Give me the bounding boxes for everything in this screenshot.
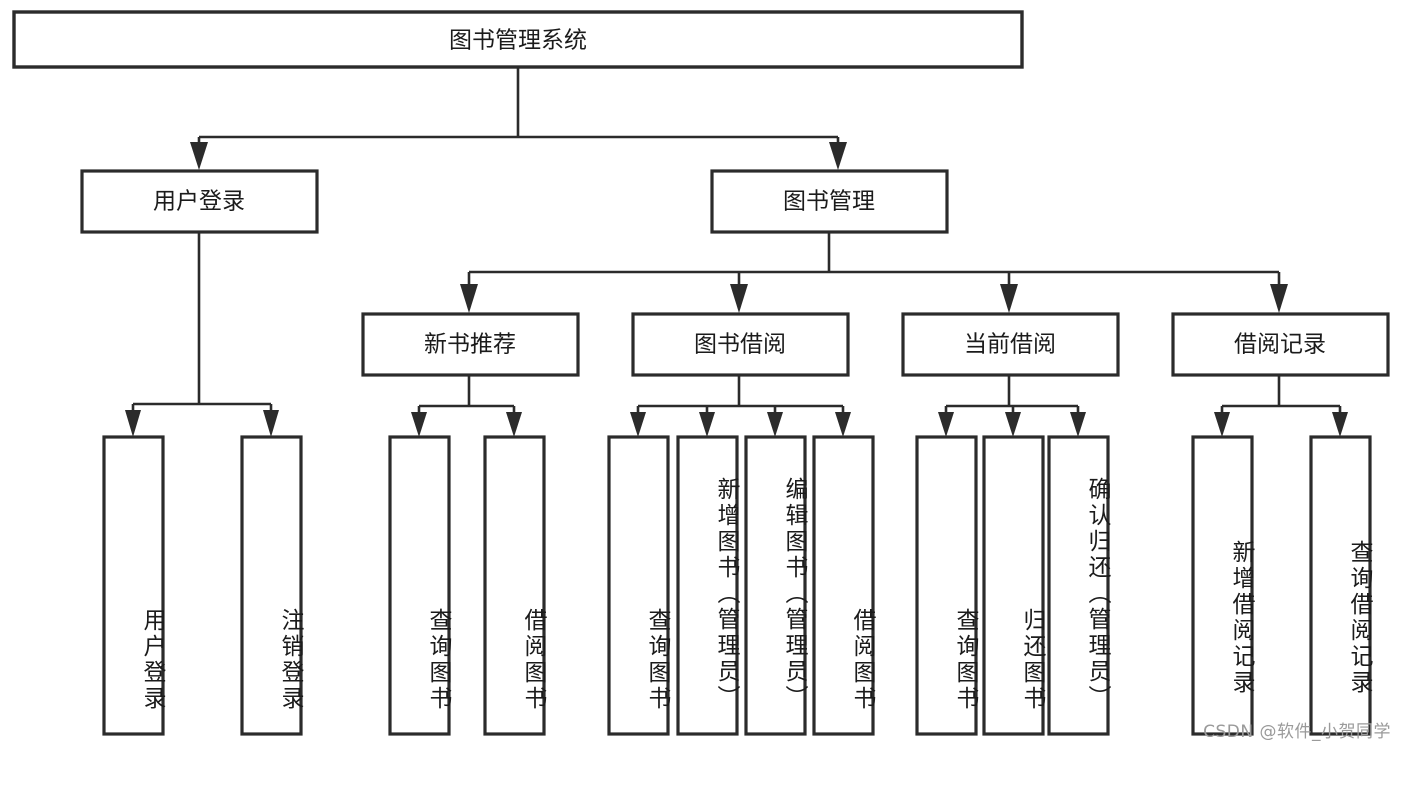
book-borrow-box[interactable] [631,312,850,377]
new-book-recommend-label: 新书推荐 [424,332,516,358]
leaf-box-user-login[interactable] [102,435,165,736]
leaf-box-logout[interactable] [240,435,303,736]
arrow-to-borrow [730,284,748,313]
book-management-box[interactable] [710,169,949,234]
new-book-recommend-box[interactable] [361,312,580,377]
node-root[interactable]: 图书管理系统 [12,10,1024,69]
arrow-to-record [1270,284,1288,313]
arrow-to-current [1000,284,1018,313]
node-current-borrow[interactable]: 当前借阅 [901,312,1120,377]
borrow-record-label: 借阅记录 [1234,332,1326,358]
arrow-leaf-edit-book [767,412,783,437]
arrow-leaf-user-login [125,410,141,437]
user-login-label: 用户登录 [153,189,245,215]
arrow-to-user-login [190,142,208,170]
node-user-login[interactable]: 用户登录 [80,169,319,234]
node-new-book-recommend[interactable]: 新书推荐 [361,312,580,377]
leaf-box-borrow-book-2[interactable] [812,435,875,736]
arrow-leaf-add-record [1214,412,1230,437]
arrow-leaf-add-book [699,412,715,437]
edges-book-manage-to-level2 [460,232,1288,313]
root-box[interactable] [12,10,1024,69]
leaf-box-add-record[interactable] [1191,435,1254,736]
edges-user-login-to-leaves [125,232,279,437]
node-book-management[interactable]: 图书管理 [710,169,949,234]
leaf-box-edit-book[interactable] [744,435,807,736]
arrow-to-new-book [460,284,478,313]
borrow-record-box[interactable] [1171,312,1390,377]
arrow-leaf-query-book-2 [630,412,646,437]
arrow-leaf-confirm-return [1070,412,1086,437]
edges-borrow-to-leaves [630,376,851,437]
leaf-box-query-book-3[interactable] [915,435,978,736]
book-borrow-label: 图书借阅 [694,332,786,358]
root-label: 图书管理系统 [449,28,587,54]
leaf-box-add-book[interactable] [676,435,739,736]
book-management-label: 图书管理 [783,189,875,215]
arrow-leaf-query-record [1332,412,1348,437]
edges-record-to-leaves [1214,376,1348,437]
arrow-leaf-borrow-book-2 [835,412,851,437]
leaf-box-query-book-2[interactable] [607,435,670,736]
edges-root-to-level1 [190,67,847,170]
leaf-box-query-record[interactable] [1309,435,1372,736]
arrow-leaf-return-book [1005,412,1021,437]
arrow-to-book-manage [829,142,847,170]
leaf-boxes [102,435,1372,736]
current-borrow-box[interactable] [901,312,1120,377]
functional-structure-diagram: 图书管理系统 用户登录 图书管理 新书推荐 图书借阅 当前借阅 借阅记录 [12,10,1391,742]
arrow-leaf-logout [263,410,279,437]
node-borrow-record[interactable]: 借阅记录 [1171,312,1390,377]
tree-diagram-canvas: 图书管理系统 用户登录 图书管理 新书推荐 图书借阅 当前借阅 借阅记录 [12,10,1390,736]
arrow-leaf-query-book-3 [938,412,954,437]
leaf-box-return-book[interactable] [982,435,1045,736]
leaf-box-query-book-1[interactable] [388,435,451,736]
arrow-leaf-borrow-book-1 [506,412,522,437]
leaf-box-confirm-return[interactable] [1047,435,1110,736]
edges-new-book-to-leaves [411,376,522,437]
node-book-borrow[interactable]: 图书借阅 [631,312,850,377]
user-login-box[interactable] [80,169,319,234]
leaf-box-borrow-book-1[interactable] [483,435,546,736]
csdn-watermark: CSDN @软件_小贺同学 [1203,722,1391,742]
arrow-leaf-query-book-1 [411,412,427,437]
edges-current-to-leaves [938,376,1086,437]
current-borrow-label: 当前借阅 [964,332,1056,358]
